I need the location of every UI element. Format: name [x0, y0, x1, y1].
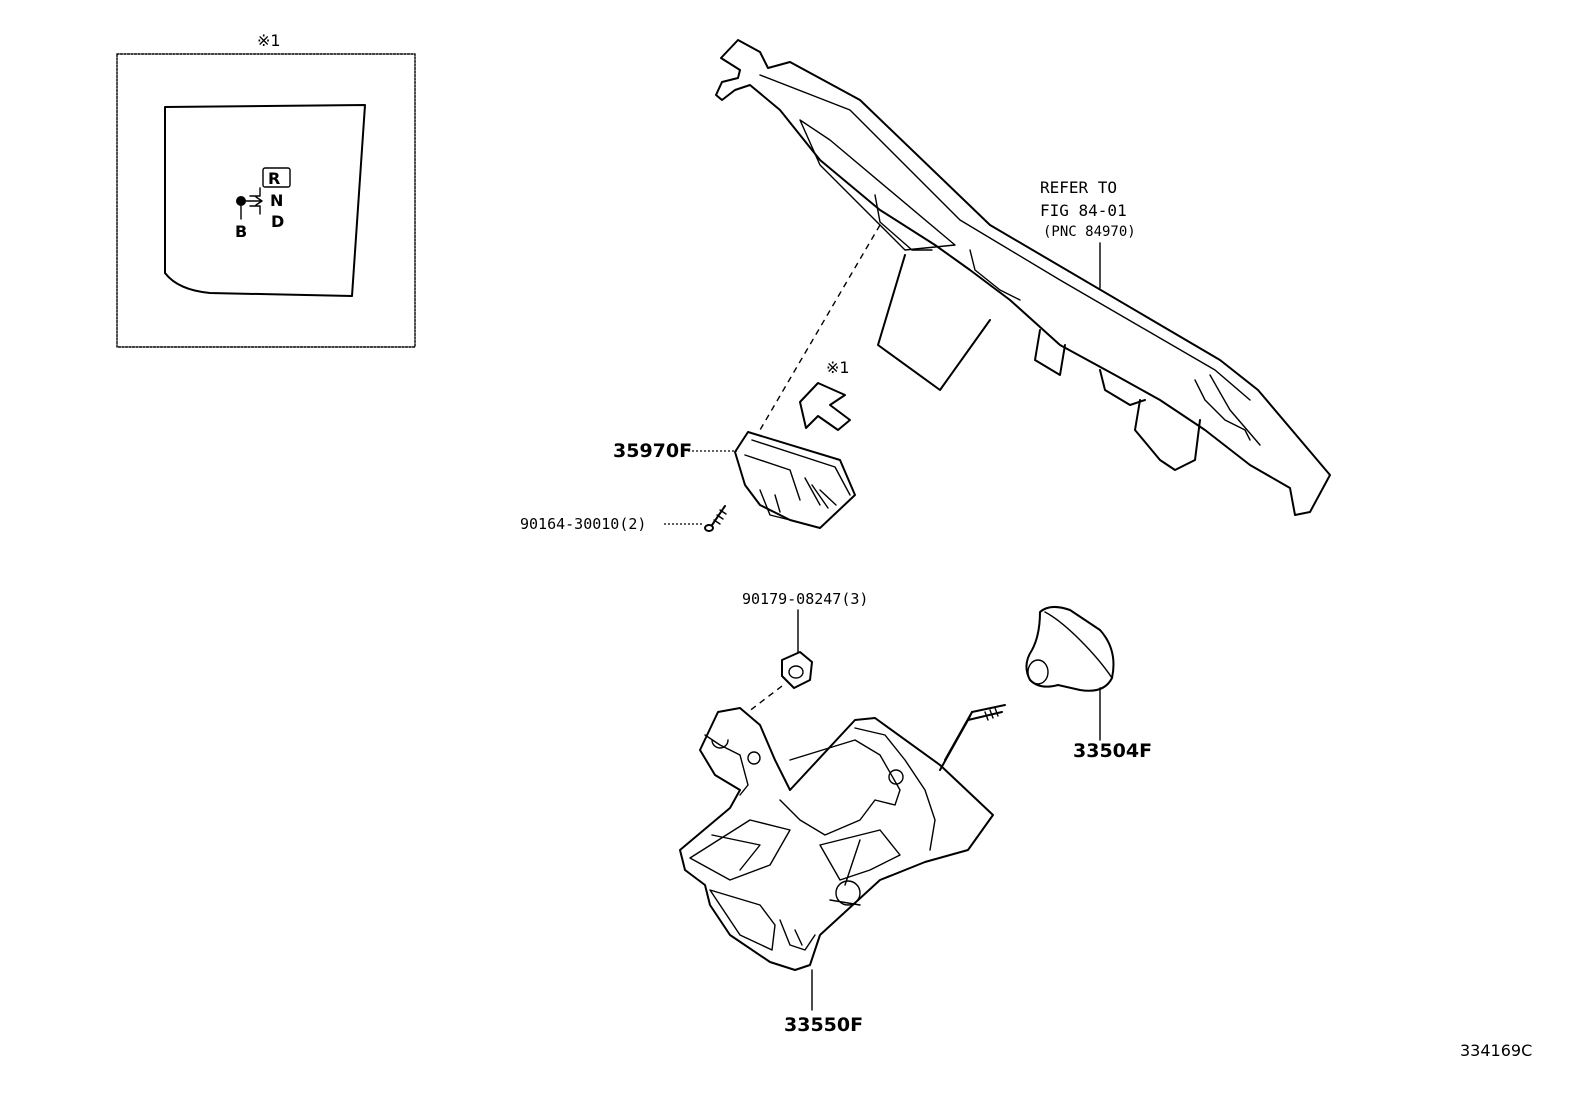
- nut-hole: [788, 665, 804, 679]
- console-bracket-1: [877, 254, 991, 391]
- gate-label-r: R: [268, 169, 280, 188]
- gate-park-dot: [236, 196, 246, 206]
- shifter-part: [679, 704, 1006, 971]
- bezel-clip: [759, 489, 791, 521]
- gate-r-box: [262, 167, 291, 188]
- inset-view: ※1 R N D B: [116, 31, 416, 348]
- shifter-mount-ear: [704, 734, 749, 796]
- console-bracket-2: [1134, 399, 1201, 471]
- console-slot: [799, 119, 956, 251]
- diagram-id: 334169C: [1460, 1041, 1532, 1060]
- label-33550F: 33550F: [784, 1014, 863, 1036]
- bezel-part: [734, 431, 856, 529]
- view-arrow-marker: ※1: [826, 358, 850, 377]
- nut-part: [781, 651, 813, 689]
- console-top-edge: [759, 74, 1251, 401]
- inset-marker: ※1: [257, 31, 281, 50]
- shifter-pivot-lower: [835, 880, 861, 906]
- screw-thread: [713, 509, 727, 525]
- shifter-pivot-upper: [888, 769, 904, 785]
- screw-part: [704, 505, 727, 532]
- shift-lever-thread: [984, 707, 999, 721]
- bezel-outline: [734, 431, 856, 529]
- gate-arrows: [240, 187, 263, 220]
- shifter-housing-base: [709, 889, 776, 951]
- console-tab-2: [1099, 369, 1146, 406]
- shifter-side-plate: [854, 727, 936, 851]
- shifter-outline: [679, 707, 994, 971]
- view-arrow-shape: [799, 382, 851, 431]
- inset-frame: [116, 53, 416, 348]
- screw-shank: [709, 505, 726, 529]
- console-outline: [715, 39, 1331, 516]
- label-35970F: 35970F: [613, 440, 692, 462]
- console-rib-4: [1209, 374, 1261, 446]
- shifter-mount-hole: [747, 751, 761, 765]
- knob-body: [1025, 606, 1115, 692]
- shifter-housing-left: [689, 819, 791, 881]
- assembly-line-nut: [747, 685, 783, 713]
- knob-bore: [1027, 659, 1049, 685]
- shift-lever-stem: [939, 711, 973, 771]
- label-33504F: 33504F: [1073, 740, 1152, 762]
- console-panel: [715, 39, 1331, 516]
- label-90164-30010: 90164-30010(2): [520, 515, 646, 533]
- knob-part: [1025, 606, 1115, 692]
- shifter-bracket: [819, 829, 901, 906]
- reference-line-2: FIG 84-01: [1040, 201, 1127, 220]
- shifter-gate-frame: [779, 739, 901, 836]
- gate-label-n: N: [270, 191, 283, 210]
- shift-gate-icon: R N D B: [235, 167, 291, 241]
- reference-line-1: REFER TO: [1040, 178, 1117, 197]
- console-rib-2: [969, 249, 1021, 301]
- screw-head: [704, 524, 714, 532]
- inset-panel: [164, 104, 366, 297]
- gate-label-d: D: [271, 212, 284, 231]
- console-rib-3: [1194, 379, 1251, 441]
- bezel-detail: [744, 439, 851, 509]
- console-tab-1: [1034, 329, 1066, 376]
- reference-callout: REFER TO FIG 84-01 (PNC 84970): [1040, 178, 1136, 289]
- console-rib-1: [874, 194, 933, 251]
- shifter-clip: [779, 919, 816, 951]
- gate-label-b: B: [235, 222, 247, 241]
- view-arrow: ※1: [799, 358, 851, 431]
- reference-line-3: (PNC 84970): [1043, 224, 1136, 240]
- nut-body: [781, 651, 813, 689]
- label-90179-08247: 90179-08247(3): [742, 590, 868, 608]
- knob-highlight: [1044, 611, 1113, 679]
